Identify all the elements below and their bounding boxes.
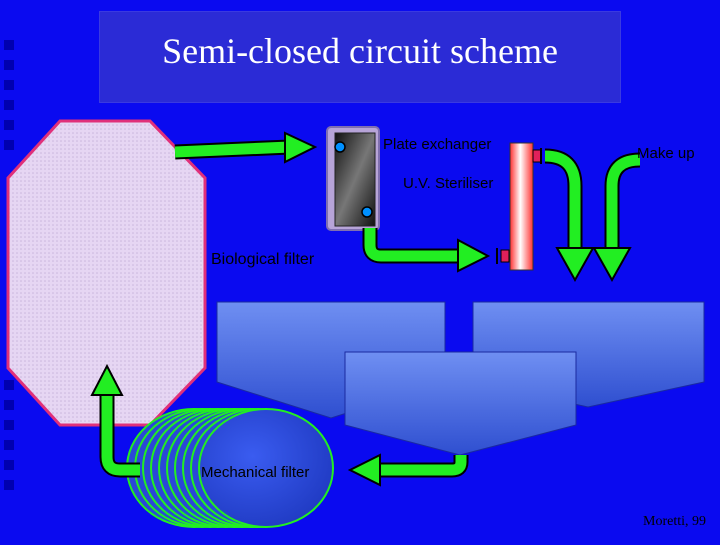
label-biological-filter: Biological filter: [211, 251, 315, 268]
label-mechanical-filter: Mechanical filter: [201, 464, 310, 481]
title-box: [100, 12, 620, 102]
arrow-uv-down: [555, 247, 595, 283]
left-border-decoration: [4, 40, 14, 490]
arrow-make-up-down: [592, 247, 632, 283]
label-make-up: Make up: [637, 145, 695, 162]
exchanger-port-bottom: [361, 206, 373, 218]
arrow-to-uv: [457, 238, 491, 273]
uv-steriliser: [509, 142, 534, 271]
label-uv-steriliser: U.V. Steriliser: [403, 175, 494, 192]
mechanical-filter: [126, 408, 334, 528]
arrow-to-mechfilter: [347, 453, 381, 487]
label-plate-exchanger: Plate exchanger: [383, 136, 492, 153]
arrow-to-exchanger: [284, 131, 318, 164]
credit: Moretti, 99: [643, 514, 706, 529]
page-title: Semi-closed circuit scheme: [162, 31, 558, 71]
biofilter-middle: [344, 351, 577, 456]
exchanger-port-top: [334, 141, 346, 153]
arrow-to-tank: [90, 363, 124, 396]
